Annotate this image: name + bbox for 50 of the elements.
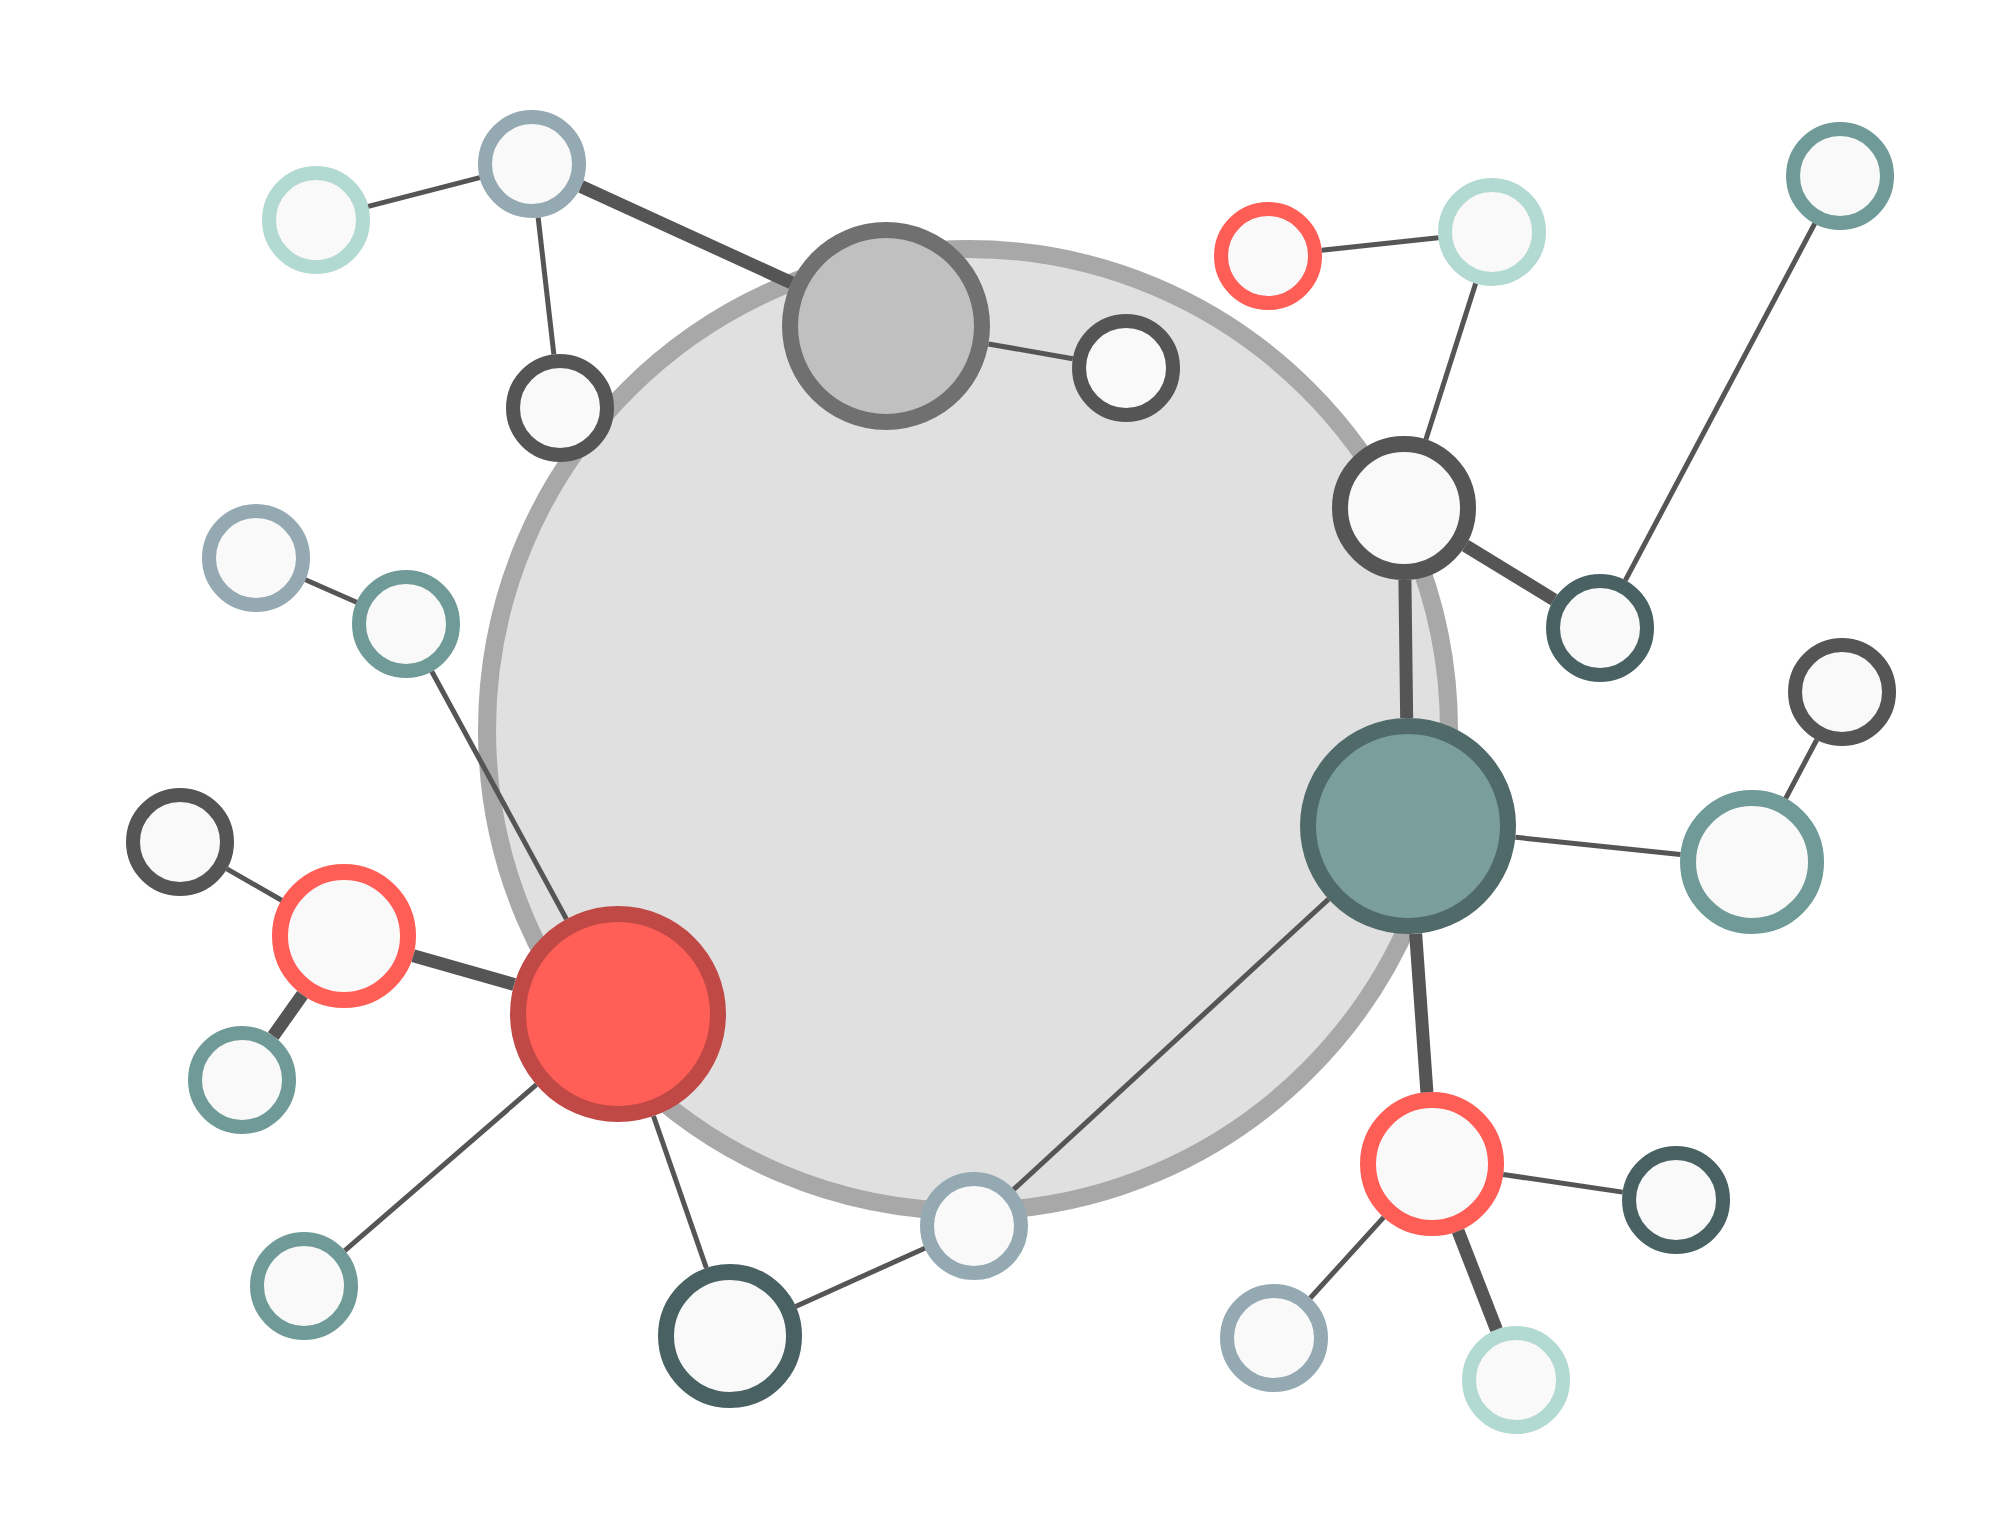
node-circle bbox=[126, 788, 234, 896]
connector-line bbox=[411, 949, 516, 991]
connector-line bbox=[1398, 579, 1414, 719]
node-circle bbox=[1072, 314, 1180, 422]
connector-line bbox=[651, 1115, 709, 1269]
node-circle bbox=[262, 166, 370, 274]
node-circle bbox=[658, 1264, 802, 1408]
connector-line bbox=[988, 341, 1074, 362]
connector-line bbox=[1502, 1172, 1623, 1195]
connector-line bbox=[1409, 933, 1434, 1093]
connector-line bbox=[304, 577, 358, 605]
connector-line bbox=[1515, 834, 1681, 857]
node-circle bbox=[272, 864, 416, 1008]
connector-line bbox=[1783, 738, 1819, 800]
node-circle bbox=[1622, 1146, 1731, 1254]
node-circle bbox=[1360, 1092, 1504, 1236]
node-circle bbox=[250, 1232, 358, 1340]
connector-line bbox=[343, 1082, 538, 1253]
connector-line bbox=[1423, 282, 1478, 441]
connector-line bbox=[367, 175, 481, 209]
connector-line bbox=[578, 180, 795, 289]
node-circle bbox=[1680, 790, 1825, 934]
node-circle bbox=[1220, 1284, 1328, 1392]
node-circle bbox=[1788, 638, 1897, 746]
connector-line bbox=[535, 217, 557, 355]
node-circle bbox=[1300, 718, 1516, 934]
connector-line bbox=[267, 991, 308, 1040]
node-circle bbox=[1214, 202, 1322, 310]
connector-line bbox=[429, 670, 569, 921]
connector-line bbox=[1452, 1228, 1503, 1333]
node-circle bbox=[506, 354, 614, 462]
node-circle bbox=[782, 222, 990, 430]
node-circle bbox=[478, 110, 586, 218]
node-circle bbox=[920, 1172, 1028, 1280]
node-circle bbox=[202, 504, 310, 612]
connector-line bbox=[794, 1245, 926, 1309]
connector-line bbox=[1462, 540, 1558, 606]
node-circle bbox=[188, 1026, 296, 1134]
connector-line bbox=[225, 866, 283, 903]
connector-line bbox=[1308, 1215, 1386, 1300]
node-circle bbox=[1786, 122, 1895, 230]
node-circle bbox=[510, 906, 726, 1122]
connector-line bbox=[1321, 235, 1439, 253]
node-circle bbox=[1546, 574, 1655, 682]
connector-line bbox=[1012, 897, 1331, 1192]
node-circle bbox=[352, 570, 460, 678]
node-circle bbox=[1332, 436, 1476, 580]
connector-line bbox=[1623, 222, 1817, 582]
node-circle bbox=[1438, 178, 1547, 286]
node-circle bbox=[1462, 1326, 1570, 1434]
